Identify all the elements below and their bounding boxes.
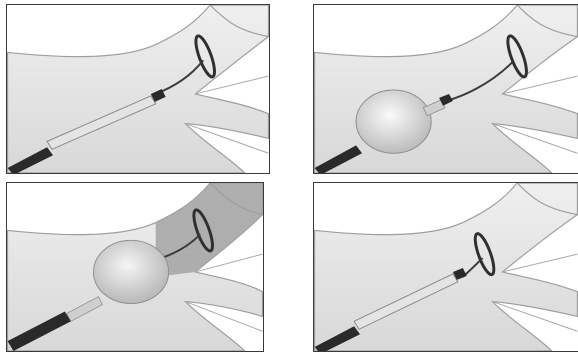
panel-step-4 — [313, 182, 578, 352]
inflated-balloon — [93, 240, 168, 303]
panel-step-2 — [313, 4, 578, 174]
panel-step-3 — [6, 182, 264, 352]
panel-step-1 — [6, 4, 270, 174]
vessel-diagram — [314, 5, 578, 173]
vessel-diagram — [7, 5, 269, 173]
vessel-lumen — [315, 183, 578, 351]
vessel-diagram — [314, 183, 578, 351]
inflated-balloon — [356, 90, 431, 153]
vessel-diagram — [7, 183, 263, 351]
